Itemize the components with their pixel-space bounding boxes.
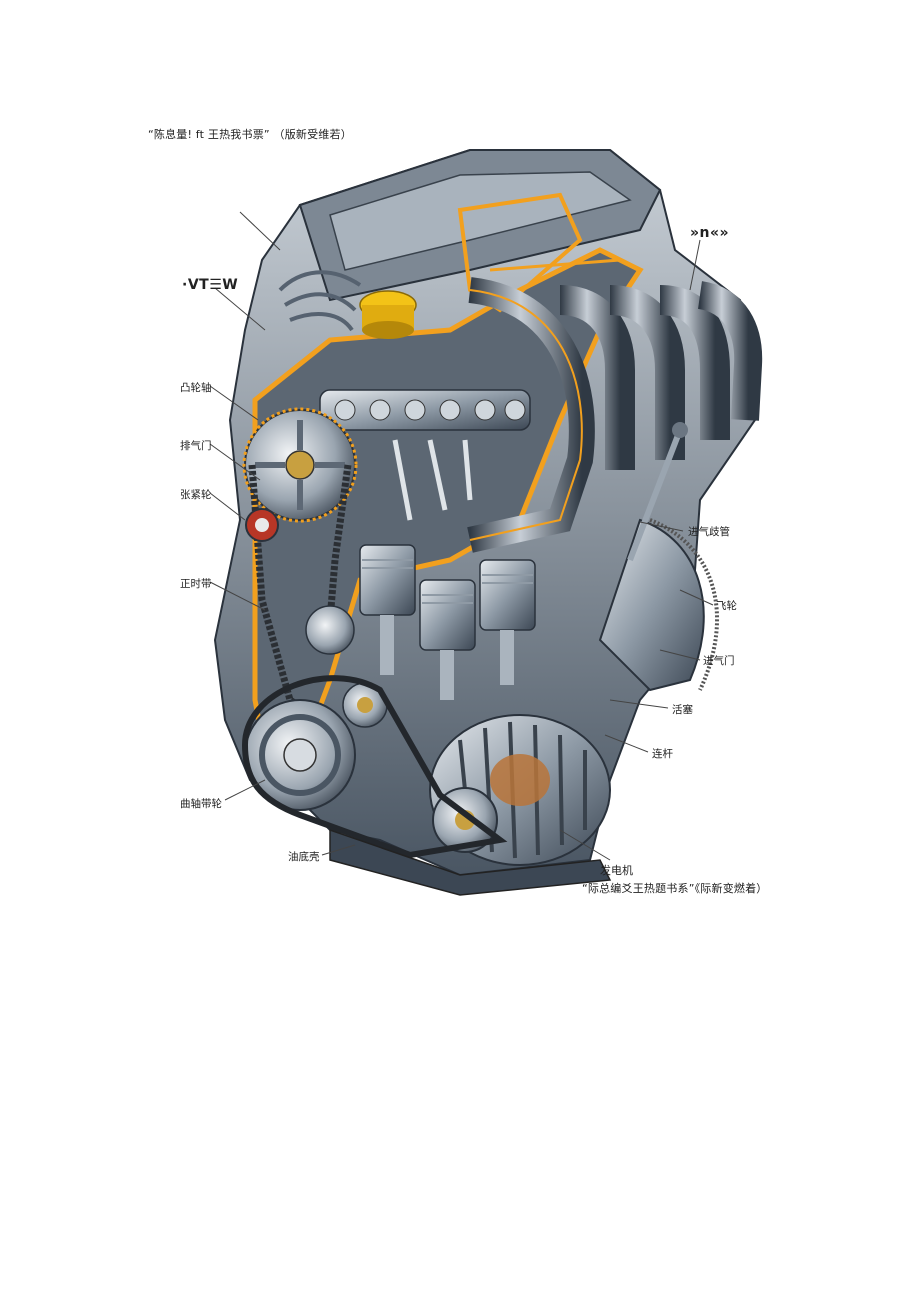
label-intake-manifold: 进气歧管 bbox=[688, 526, 730, 538]
pistons bbox=[359, 544, 536, 700]
label-exhaust-valve: 排气门 bbox=[180, 440, 212, 452]
tensioner bbox=[245, 508, 279, 542]
oil-filler-cap bbox=[359, 290, 417, 339]
caption-top: “陈息量! ft 王热我书票” （版新受维若） bbox=[148, 128, 352, 141]
alternator bbox=[429, 714, 611, 866]
oil-pan bbox=[329, 828, 612, 896]
dipstick bbox=[627, 422, 688, 562]
label-flywheel: 飞轮 bbox=[716, 600, 737, 612]
label-right-bold: »n«» bbox=[690, 225, 730, 241]
cam-pulley bbox=[242, 407, 358, 523]
camshaft-valvetrain bbox=[319, 389, 531, 521]
label-alternator: 发电机 bbox=[600, 864, 633, 877]
label-crank-pulley: 曲轴带轮 bbox=[180, 798, 222, 810]
label-tensioner: 张紧轮 bbox=[180, 489, 212, 501]
label-piston: 活塞 bbox=[672, 704, 693, 716]
idler-pulleys bbox=[305, 605, 388, 728]
caption-bottom: “际总编爻王热题书系”《际新变燃着） bbox=[582, 882, 768, 895]
label-intake-valve: 进气门 bbox=[703, 655, 735, 667]
label-timing-belt: 正时带 bbox=[180, 578, 212, 590]
label-left-bold: ·VT☰W bbox=[182, 277, 239, 293]
label-oil-pan: 油底壳 bbox=[288, 851, 320, 863]
flywheel bbox=[598, 518, 720, 692]
label-camshaft: 凸轮轴 bbox=[180, 382, 212, 394]
label-connecting-rod: 连杆 bbox=[652, 748, 673, 760]
intake-runners bbox=[467, 277, 763, 553]
crank-pulley bbox=[244, 699, 356, 811]
accessory-belt bbox=[241, 675, 508, 859]
leader-lines bbox=[209, 211, 714, 861]
spark-leads bbox=[278, 270, 362, 332]
